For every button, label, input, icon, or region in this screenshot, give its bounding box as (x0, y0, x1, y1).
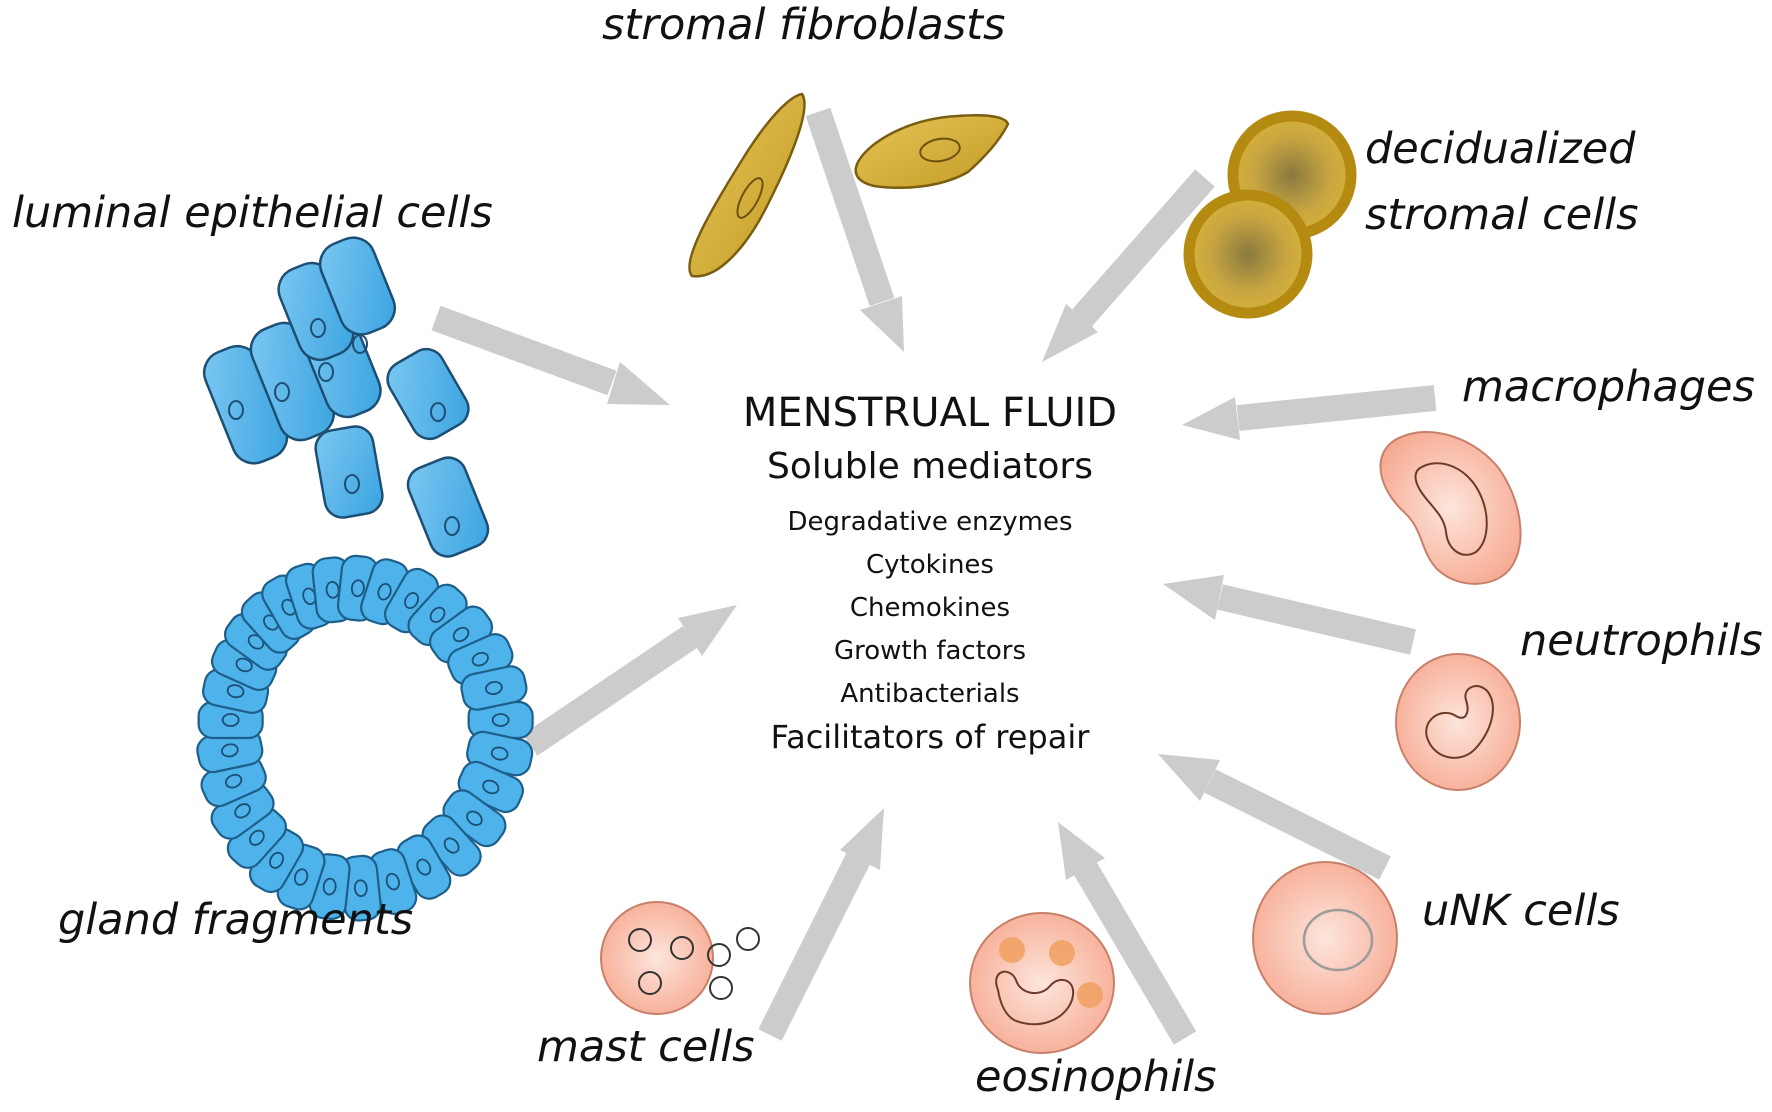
gland-cell-nucleus (443, 837, 460, 854)
gland-cell-nucleus (226, 684, 245, 699)
label-neutrophils: neutrophils (1520, 616, 1763, 666)
gland-cell-nucleus (293, 868, 309, 886)
macrophage-cell (1379, 431, 1522, 585)
decidualized-cells (1183, 110, 1357, 319)
gland-cell-nucleus (350, 579, 365, 598)
arrow-gland-fragments (522, 605, 737, 756)
neutrophil-cell (1395, 653, 1521, 791)
unk-cell (1252, 861, 1398, 1015)
gland-cell-nucleus (322, 877, 337, 896)
arrow-mast-cells (758, 808, 884, 1041)
label-decidualized-line1: decidualized (1365, 124, 1636, 174)
label-decidualized-line2: stromal cells (1365, 190, 1639, 240)
gland-cell-nucleus (235, 657, 253, 673)
gland-cell-nucleus (269, 851, 285, 869)
gland-cell-nucleus (485, 681, 503, 696)
mediator-item: Growth factors (833, 636, 1027, 666)
arrow-unk-cells (1158, 754, 1391, 880)
gland-cell-nucleus (466, 810, 483, 826)
arrow-decidualized (1042, 169, 1215, 362)
gland-cell-nucleus (353, 879, 368, 898)
arrow-macrophages (1182, 385, 1437, 440)
menstrual-fluid-title: MENSTRUAL FLUID (742, 390, 1118, 436)
gland-cell-nucleus (452, 626, 470, 643)
gland-cell-nucleus (404, 592, 420, 609)
gland-cell-nucleus (416, 858, 432, 876)
label-macrophages: macrophages (1462, 362, 1755, 412)
gland-fragment (196, 554, 534, 922)
gland-cell-nucleus (225, 773, 243, 789)
gland-cell-nucleus (385, 872, 400, 891)
mediator-item: Chemokines (849, 593, 1011, 623)
mediator-item: Degradative enzymes (787, 507, 1073, 537)
mediator-item: Cytokines (866, 550, 994, 580)
gland-cell-nucleus (490, 746, 509, 761)
label-eosinophils: eosinophils (975, 1052, 1217, 1102)
label-luminal-epithelial-cells: luminal epithelial cells (12, 188, 493, 238)
gland-cell (460, 665, 528, 711)
gland-cell-nucleus (220, 743, 239, 758)
arrow-eosinophils (1058, 822, 1197, 1045)
arrow-luminal-epithelial (431, 305, 670, 405)
soluble-mediators-heading: Soluble mediators (767, 446, 1093, 487)
gland-cell-nucleus (221, 713, 240, 727)
mediator-item: Antibacterials (840, 679, 1020, 709)
label-stromal-fibroblasts: stromal fibroblasts (602, 0, 1006, 50)
gland-cell-nucleus (325, 580, 340, 599)
stromal-fibroblast-cells (688, 92, 1010, 278)
eosinophil-cell (969, 912, 1115, 1054)
gland-cell-nucleus (429, 606, 446, 623)
mast-cell (600, 901, 760, 1015)
gland-cell-nucleus (482, 779, 500, 795)
gland-cell-nucleus (471, 651, 489, 667)
gland-cell-nucleus (491, 713, 510, 727)
label-unk-cells: uNK cells (1422, 886, 1620, 936)
gland-cell-nucleus (249, 829, 265, 846)
arrow-stromal-fibroblasts (805, 107, 904, 352)
label-gland-fragments: gland fragments (58, 895, 414, 945)
facilitators-of-repair: Facilitators of repair (770, 718, 1090, 756)
arrow-neutrophils (1163, 575, 1416, 655)
label-mast-cells: mast cells (537, 1022, 755, 1072)
gland-cell-nucleus (234, 803, 251, 819)
luminal-epithelial-nuclei (228, 318, 460, 536)
gland-cell-nucleus (377, 582, 392, 601)
luminal-epithelial-cells (202, 236, 490, 558)
arrows (431, 107, 1437, 1045)
